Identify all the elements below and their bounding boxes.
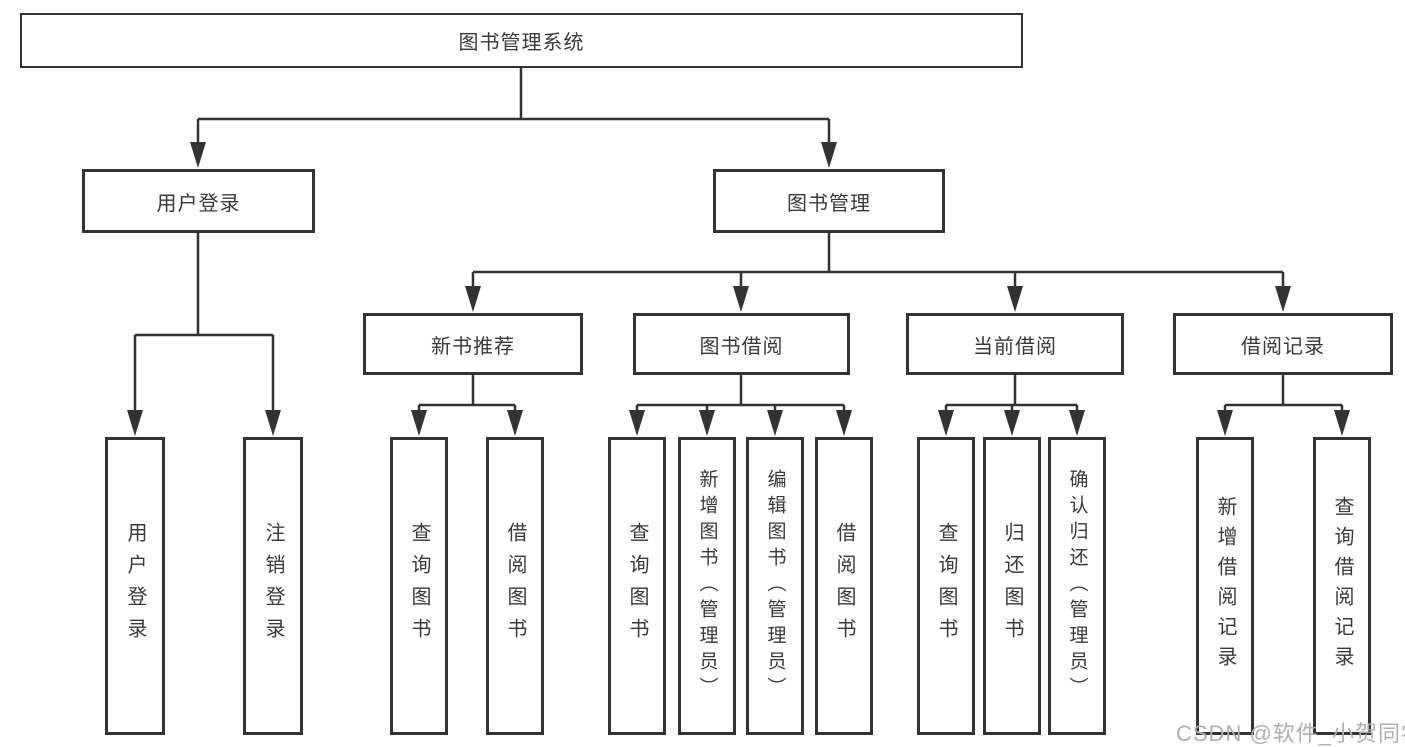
node-confirm-return-admin: 确认归还（管理员） [1048, 437, 1106, 735]
node-label: 新增图书（管理员） [696, 469, 718, 703]
node-book-management: 图书管理 [713, 169, 945, 233]
node-label: 查询图书 [935, 522, 957, 650]
node-label: 借阅记录 [1241, 335, 1325, 358]
arrowheads [127, 142, 1350, 436]
node-label: 用户登录 [156, 192, 241, 215]
node-return-books: 归还图书 [983, 437, 1041, 735]
node-label: 查询图书 [626, 522, 648, 650]
node-label: 图书借阅 [699, 335, 784, 358]
node-new-book-recommend: 新书推荐 [363, 313, 583, 375]
node-label: 查询图书 [408, 522, 430, 650]
node-query-books-recommend: 查询图书 [390, 437, 448, 735]
node-add-borrow-record: 新增借阅记录 [1196, 437, 1254, 735]
node-label: 归还图书 [1001, 522, 1023, 650]
node-current-borrow: 当前借阅 [906, 313, 1124, 375]
node-label: 确认归还（管理员） [1066, 469, 1088, 703]
node-edit-book-admin: 编辑图书（管理员） [746, 437, 804, 735]
node-label: 编辑图书（管理员） [764, 469, 786, 703]
node-borrow-records: 借阅记录 [1173, 313, 1393, 375]
csdn-watermark: CSDN @软件_小贺同学 [1176, 721, 1405, 746]
node-label: 查询借阅记录 [1331, 496, 1353, 676]
node-label: 新书推荐 [431, 335, 515, 358]
node-query-books-current: 查询图书 [917, 437, 975, 735]
node-user-login: 用户登录 [82, 169, 315, 233]
node-label: 用户登录 [124, 522, 146, 650]
node-label: 当前借阅 [973, 335, 1057, 358]
node-library-management-system: 图书管理系统 [20, 13, 1023, 68]
node-label: 图书管理 [787, 192, 871, 215]
node-user-login-leaf: 用户登录 [105, 437, 165, 735]
node-logout: 注销登录 [243, 437, 303, 735]
node-label: 借阅图书 [833, 522, 855, 650]
node-label: 新增借阅记录 [1214, 496, 1236, 676]
node-label: 借阅图书 [504, 522, 526, 650]
node-query-borrow-record: 查询借阅记录 [1313, 437, 1371, 735]
node-add-book-admin: 新增图书（管理员） [678, 437, 736, 735]
node-borrow-books-recommend: 借阅图书 [486, 437, 544, 735]
node-label: 图书管理系统 [458, 32, 585, 54]
node-borrow-books-leaf: 借阅图书 [815, 437, 873, 735]
node-label: 注销登录 [262, 522, 284, 650]
node-query-books-borrow: 查询图书 [608, 437, 666, 735]
node-book-borrow: 图书借阅 [633, 313, 850, 375]
